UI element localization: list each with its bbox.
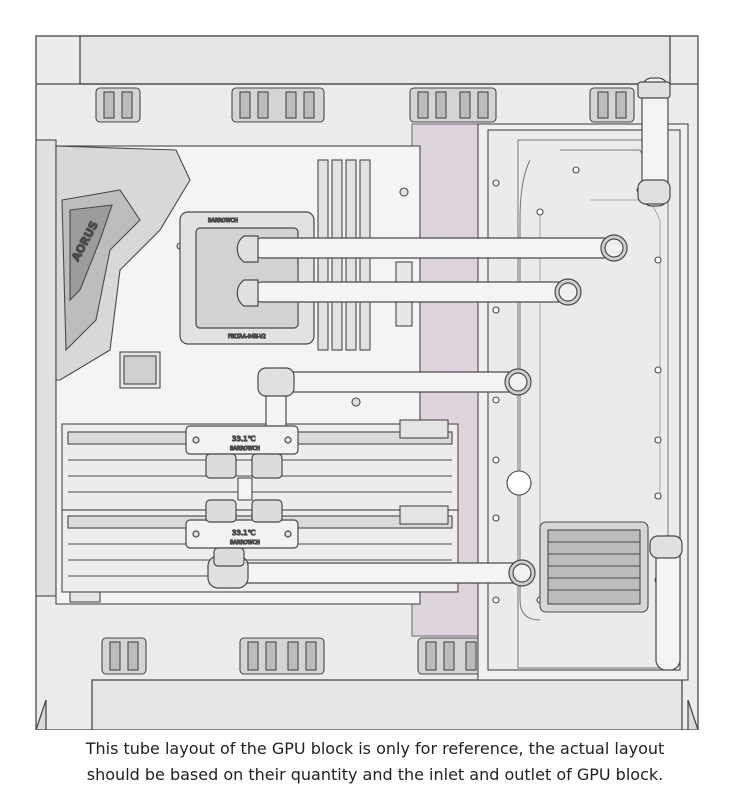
top-fan-clips	[95, 87, 635, 123]
hard-tubes	[215, 77, 681, 671]
gpu2-brand: BARROWCH	[230, 540, 260, 546]
cpu-block-brand: BARROWCH	[208, 218, 238, 224]
gpu-terminal-1: 33.1℃ BARROWCH	[185, 425, 299, 479]
caption: This tube layout of the GPU block is onl…	[0, 736, 750, 788]
gpu1-temperature: 33.1℃	[232, 435, 256, 443]
gpu2-temperature: 33.1℃	[232, 529, 256, 537]
pc-case-diagram: AORUS	[35, 35, 699, 730]
caption-line-2: should be based on their quantity and th…	[86, 765, 664, 784]
rear-io-bracket	[35, 139, 57, 597]
pump-unit	[539, 521, 649, 613]
gpu-terminal-2: 33.1℃ BARROWCH	[185, 499, 299, 567]
gpu-bridge-tube	[237, 477, 253, 501]
gpu1-brand: BARROWCH	[230, 446, 260, 452]
cpu-block-model: FBLTAA-04N-V2	[228, 334, 266, 340]
cpu-water-block: BARROWCH FBLTAA-04N-V2	[179, 211, 315, 345]
caption-line-1: This tube layout of the GPU block is onl…	[85, 739, 665, 758]
